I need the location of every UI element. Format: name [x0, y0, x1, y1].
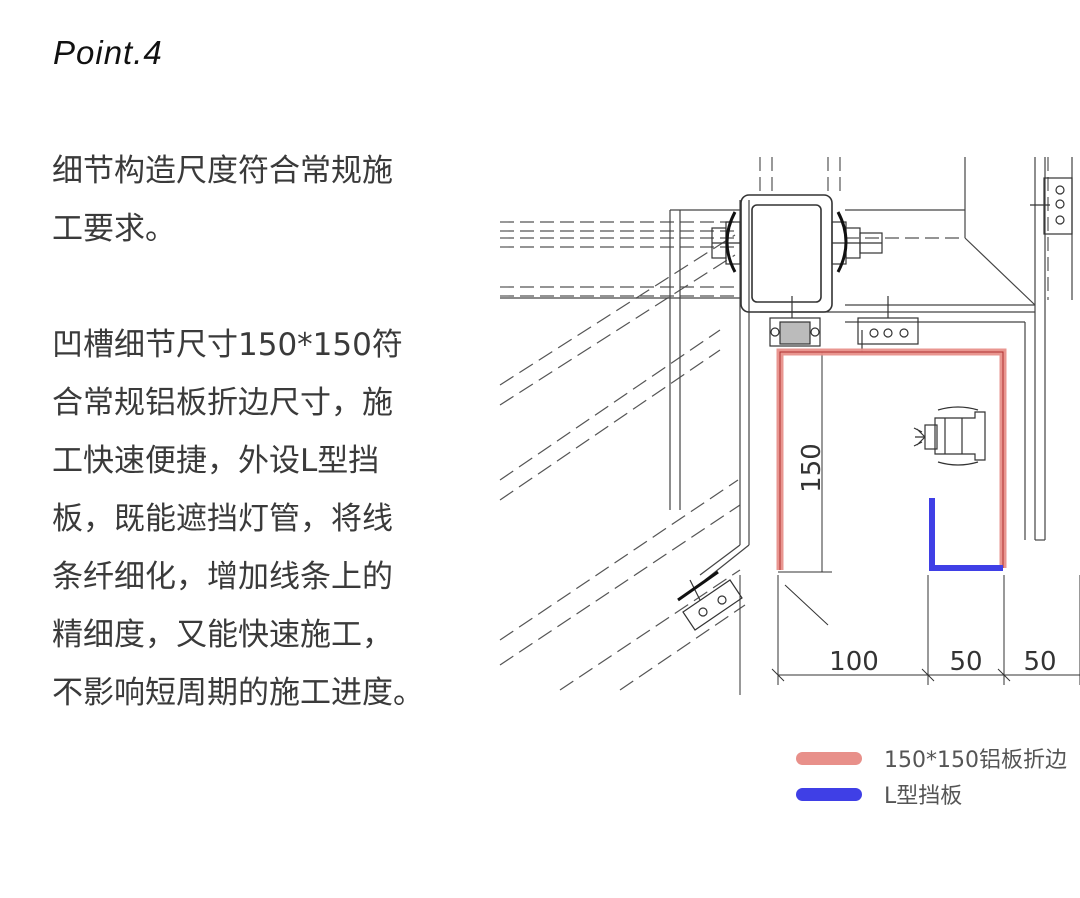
text-line: 合常规铝板折边尺寸，施	[52, 385, 393, 421]
structure-lines	[500, 157, 1073, 581]
top-right-bracket	[1030, 177, 1073, 235]
point-title: Point.4	[53, 34, 163, 71]
vertical-dashed-lines	[759, 157, 1049, 300]
legend-item-aluminum-fold: 150*150铝板折边	[796, 740, 1067, 776]
text-line: 工快速便捷，外设L型挡	[52, 443, 380, 479]
legend-swatch-red	[796, 751, 862, 765]
text-line: 工要求。	[52, 211, 176, 247]
clip-right	[836, 211, 848, 273]
steel-tube	[740, 194, 833, 313]
text-line: 精细度，又能快速施工，	[52, 617, 393, 653]
dim-bottom-100: 100	[829, 647, 879, 677]
dim-bottom-50-a: 50	[949, 647, 982, 677]
l-baffle-highlight	[929, 498, 1003, 571]
text-line: 板，既能遮挡灯管，将线	[52, 501, 393, 537]
text-line: 条纤细化，增加线条上的	[52, 559, 393, 595]
detail-paragraph: 凹槽细节尺寸150*150符 合常规铝板折边尺寸，施 工快速便捷，外设L型挡 板…	[52, 316, 492, 722]
text-line: 凹槽细节尺寸150*150符	[52, 327, 403, 363]
legend-item-l-baffle: L型挡板	[796, 776, 1067, 812]
top-dashed-lines	[500, 221, 965, 297]
intro-paragraph: 细节构造尺度符合常规施 工要求。	[52, 142, 492, 258]
angle-bracket	[857, 296, 919, 352]
clip-left	[725, 211, 737, 273]
legend: 150*150铝板折边 L型挡板	[796, 740, 1067, 812]
dim-vertical-150: 150	[797, 443, 827, 493]
legend-label: 150*150铝板折边	[884, 748, 1067, 773]
text-line: 不影响短周期的施工进度。	[52, 675, 424, 711]
bolt-right	[831, 221, 883, 265]
bottom-left-bracket	[677, 570, 743, 631]
connector-block	[769, 317, 821, 347]
dimension-lines	[739, 351, 1080, 695]
dim-bottom-50-b: 50	[1023, 647, 1056, 677]
legend-label: L型挡板	[884, 784, 963, 809]
diagonal-dashed-lines	[499, 234, 746, 691]
construction-detail-drawing: 150 100 50 50	[499, 157, 1080, 695]
legend-swatch-blue	[796, 787, 862, 801]
text-line: 细节构造尺度符合常规施	[52, 153, 393, 189]
light-tube-fixture	[913, 406, 986, 466]
